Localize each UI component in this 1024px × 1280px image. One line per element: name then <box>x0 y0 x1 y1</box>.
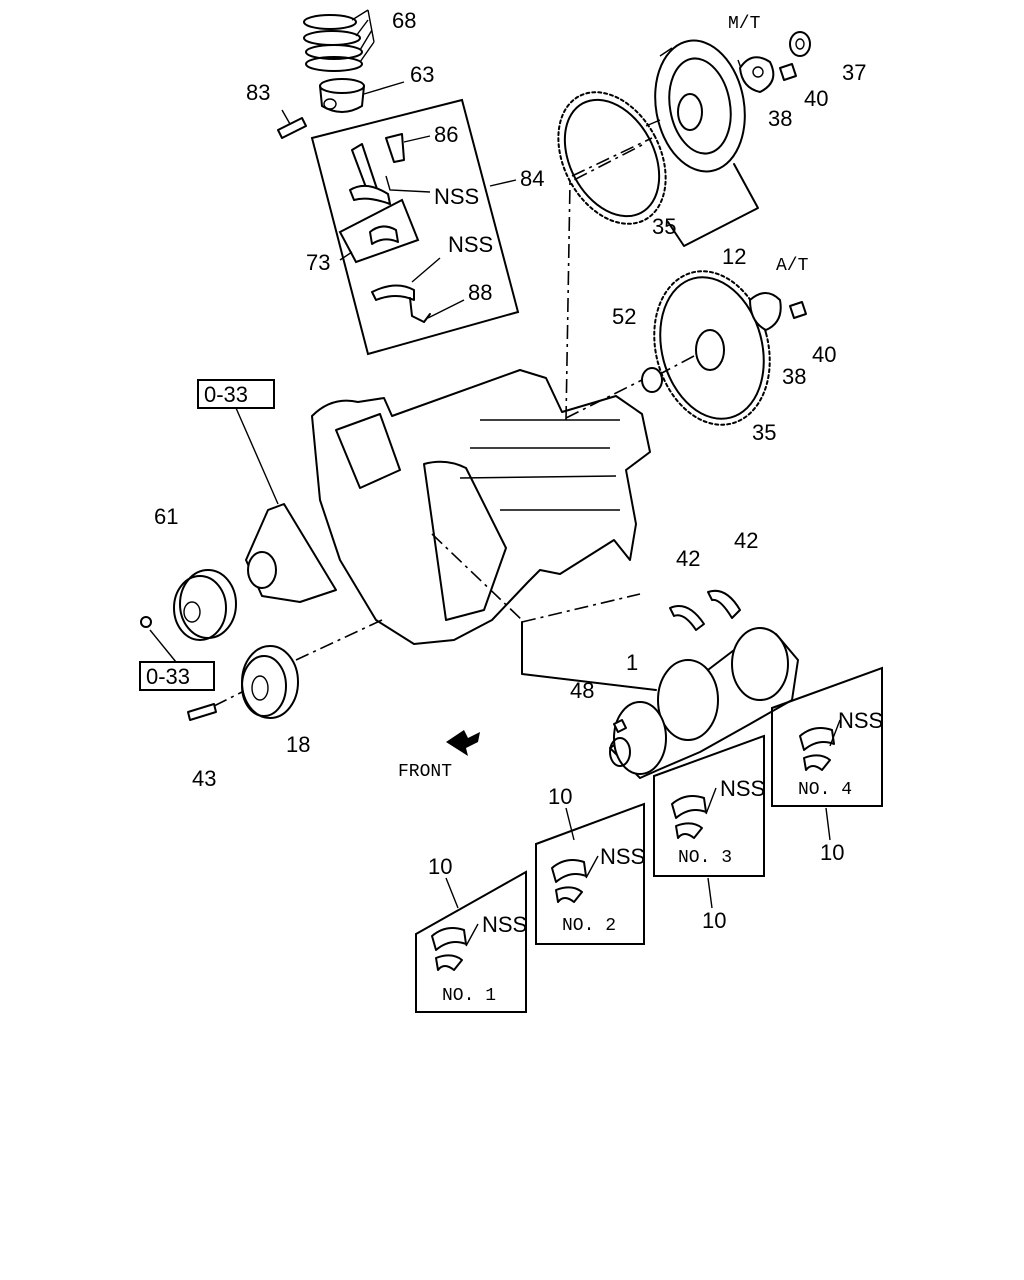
callout-84: 84 <box>520 166 544 191</box>
ref-box-upper <box>197 379 279 505</box>
callout-38-at: 38 <box>782 364 806 389</box>
at-label: A/T <box>776 256 809 276</box>
idler-pulley <box>173 569 237 641</box>
at-drive-plate <box>653 270 771 426</box>
mt-plate <box>739 56 775 93</box>
callout-35-at: 35 <box>752 420 776 445</box>
key <box>613 719 627 733</box>
callout-42-left: 42 <box>676 546 700 571</box>
spacer <box>641 367 663 393</box>
callout-10-no1: 10 <box>428 854 452 879</box>
callout-40-mt: 40 <box>804 86 828 111</box>
bearing-no1-label: NO. 1 <box>442 986 496 1006</box>
nss-no1: NSS <box>482 912 527 937</box>
front-arrow <box>446 730 480 756</box>
crank-pulley <box>241 645 299 719</box>
callout-42-right: 42 <box>734 528 758 553</box>
callout-73: 73 <box>306 250 330 275</box>
piston-pin <box>277 109 307 139</box>
callout-61: 61 <box>154 504 178 529</box>
nss-no2: NSS <box>600 844 645 869</box>
ref-box-lower <box>139 629 215 691</box>
callout-68: 68 <box>392 8 416 33</box>
pulley-bracket <box>245 503 337 603</box>
callout-nss-rod: NSS <box>434 184 479 209</box>
at-bolt <box>789 301 807 319</box>
callout-43: 43 <box>192 766 216 791</box>
callout-37: 37 <box>842 60 866 85</box>
main-bearing-no4 <box>771 666 883 841</box>
mt-label: M/T <box>728 14 761 34</box>
bearing-no4-label: NO. 4 <box>798 780 852 800</box>
callout-10-no4: 10 <box>820 840 844 865</box>
main-bearing-no3 <box>653 734 765 909</box>
callout-52: 52 <box>612 304 636 329</box>
nut <box>140 616 152 628</box>
connecting-rod-kit <box>310 98 520 356</box>
at-plate <box>749 292 782 331</box>
callout-10-no3: 10 <box>702 908 726 933</box>
ref-upper-text: 0-33 <box>204 382 248 407</box>
ref-lower-text: 0-33 <box>146 664 190 689</box>
nss-no3: NSS <box>720 776 765 801</box>
callout-83: 83 <box>246 80 270 105</box>
callout-35-mt: 35 <box>652 214 676 239</box>
engine-block <box>311 369 651 645</box>
callout-40-at: 40 <box>812 342 836 367</box>
thrust-washers <box>669 589 741 631</box>
pilot-bearing <box>789 31 811 57</box>
mt-ring-gear <box>557 91 667 225</box>
pulley-bolt <box>187 703 217 721</box>
callout-1: 1 <box>626 650 638 675</box>
callout-63: 63 <box>410 62 434 87</box>
main-bearing-no1 <box>415 870 527 1013</box>
callout-10-no2: 10 <box>548 784 572 809</box>
nss-no4: NSS <box>838 708 883 733</box>
bearing-no2-label: NO. 2 <box>562 916 616 936</box>
alignment-lines <box>213 137 695 707</box>
bearing-no3-label: NO. 3 <box>678 848 732 868</box>
callout-86: 86 <box>434 122 458 147</box>
mt-flywheel <box>654 39 747 173</box>
front-label: FRONT <box>398 762 452 782</box>
callout-88: 88 <box>468 280 492 305</box>
mt-bolt <box>779 63 797 81</box>
callout-12: 12 <box>722 244 746 269</box>
piston-rings <box>303 9 375 72</box>
callout-48: 48 <box>570 678 594 703</box>
callout-18: 18 <box>286 732 310 757</box>
piston <box>319 78 405 113</box>
main-bearing-no2 <box>535 802 645 945</box>
callout-38-mt: 38 <box>768 106 792 131</box>
callout-nss-cap: NSS <box>448 232 493 257</box>
crankshaft <box>609 627 799 779</box>
